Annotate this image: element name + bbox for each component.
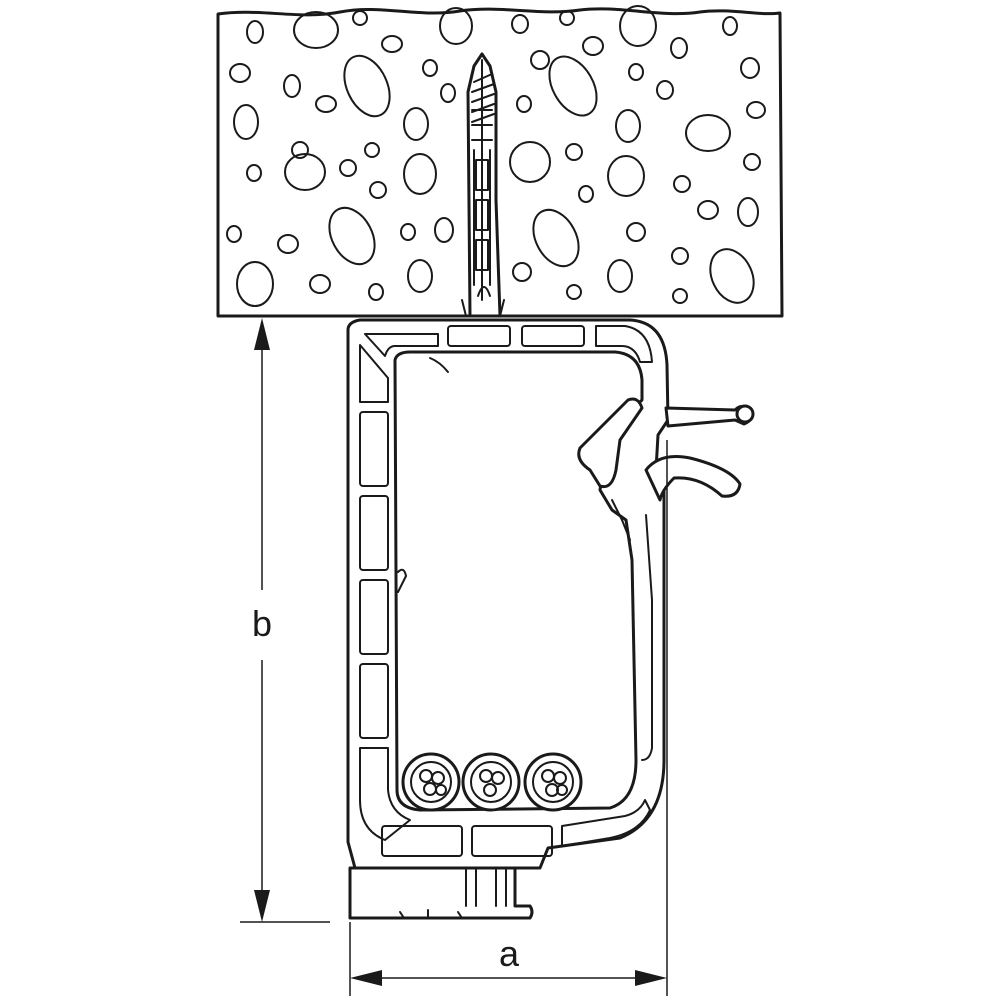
concrete-ceiling bbox=[216, 5, 784, 318]
corner-detail bbox=[429, 357, 449, 373]
screw bbox=[471, 59, 495, 301]
dimension-a-label: a bbox=[499, 933, 520, 974]
cables bbox=[401, 752, 583, 812]
top-rail-ribs bbox=[364, 325, 653, 363]
latch-arm bbox=[577, 397, 755, 761]
dimension-b-label: b bbox=[252, 603, 272, 644]
clamp-base bbox=[348, 866, 534, 920]
left-wall-ribs bbox=[359, 344, 411, 841]
hook-detail bbox=[397, 568, 407, 593]
cable-3 bbox=[523, 752, 583, 812]
cable-1 bbox=[401, 752, 461, 812]
cable-clamp bbox=[346, 318, 755, 920]
cable-2 bbox=[461, 752, 521, 812]
bottom-rail-ribs bbox=[381, 799, 651, 857]
dimension-a: a bbox=[349, 440, 668, 996]
aggregate-stones bbox=[226, 5, 766, 307]
dimension-b: b bbox=[240, 318, 330, 923]
